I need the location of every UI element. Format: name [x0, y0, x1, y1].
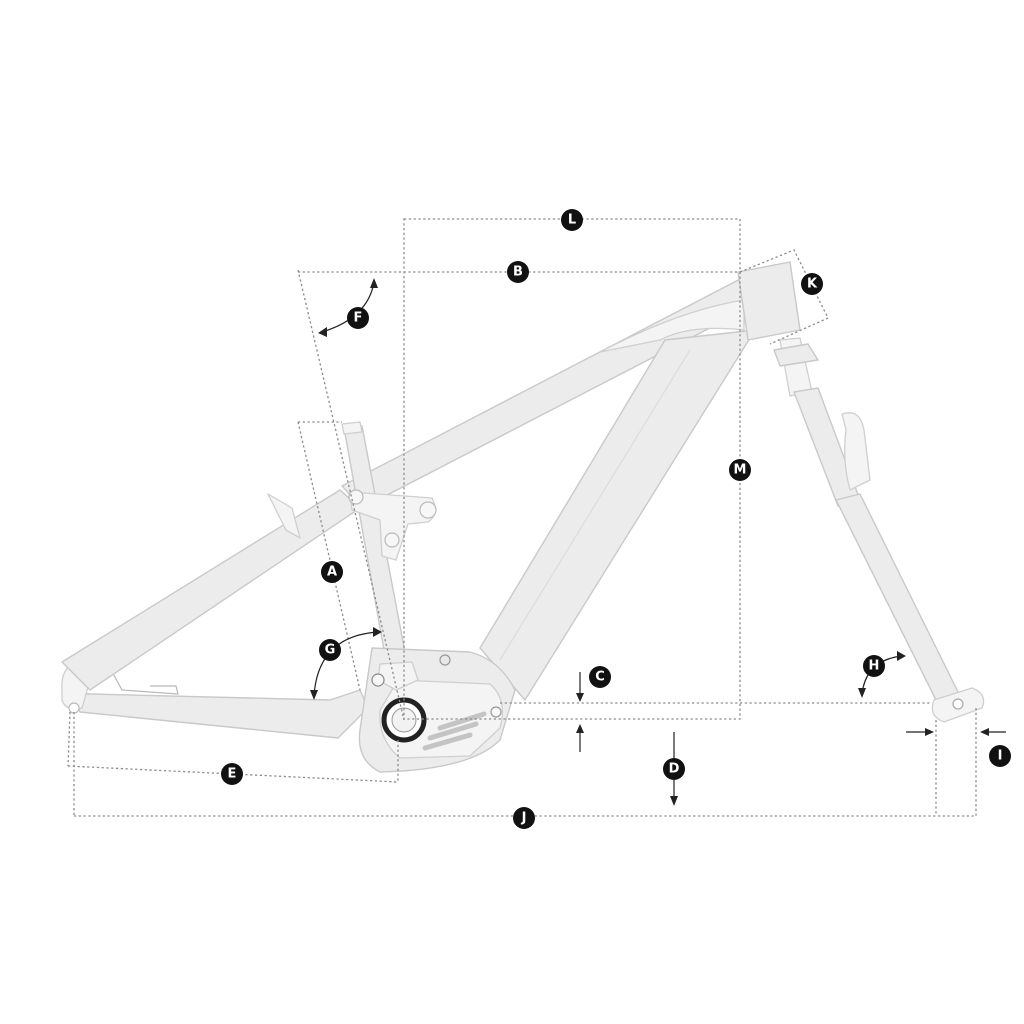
rocker-pivot-upper — [419, 501, 437, 519]
badge-K: K — [801, 273, 823, 295]
label-M: M — [734, 463, 747, 478]
front-axle — [952, 698, 964, 710]
badge-L: L — [561, 209, 583, 231]
badge-G: G — [319, 639, 341, 661]
label-H: H — [869, 659, 880, 674]
label-A: A — [327, 565, 337, 580]
badge-E: E — [221, 763, 243, 785]
rocker-pivot-main — [348, 489, 364, 505]
motor-bolt — [490, 706, 502, 718]
label-E: E — [228, 767, 237, 782]
rear-axle — [68, 702, 80, 714]
label-K: K — [807, 277, 818, 292]
dimension-lines — [67, 218, 977, 817]
lower-link-pivot — [371, 673, 385, 687]
badge-D: D — [663, 758, 685, 780]
rocker-pivot-lower — [384, 532, 400, 548]
dim-E-left — [67, 711, 71, 767]
dim-F-line — [297, 269, 405, 721]
badge-H: H — [863, 655, 885, 677]
fork-arch — [841, 412, 871, 491]
rocker-link — [349, 491, 436, 561]
label-D: D — [669, 762, 680, 777]
fork-crown — [773, 343, 819, 367]
chainstay — [71, 689, 369, 739]
seat-clamp — [341, 421, 363, 435]
label-G: G — [325, 643, 336, 658]
bike-frame — [61, 261, 985, 773]
badge-J: J — [513, 807, 535, 829]
label-L: L — [568, 213, 576, 228]
label-C: C — [595, 670, 605, 685]
down-tube — [479, 329, 756, 701]
label-B: B — [513, 265, 523, 280]
seatstay-fin — [267, 493, 301, 539]
label-F: F — [354, 311, 363, 326]
fork-lower — [835, 493, 963, 709]
badge-F: F — [347, 307, 369, 329]
label-I: I — [998, 749, 1003, 764]
label-J: J — [521, 811, 527, 826]
badge-B: B — [507, 261, 529, 283]
badge-M: M — [729, 459, 751, 481]
head-tube — [737, 261, 801, 341]
badge-C: C — [589, 666, 611, 688]
seatstay — [61, 489, 361, 691]
badge-A: A — [321, 561, 343, 583]
motor-vents — [422, 711, 487, 751]
frame-bolt — [439, 654, 451, 666]
dim-L-box — [403, 218, 741, 720]
down-tube-edge — [499, 349, 691, 661]
badge-I: I — [989, 745, 1011, 767]
